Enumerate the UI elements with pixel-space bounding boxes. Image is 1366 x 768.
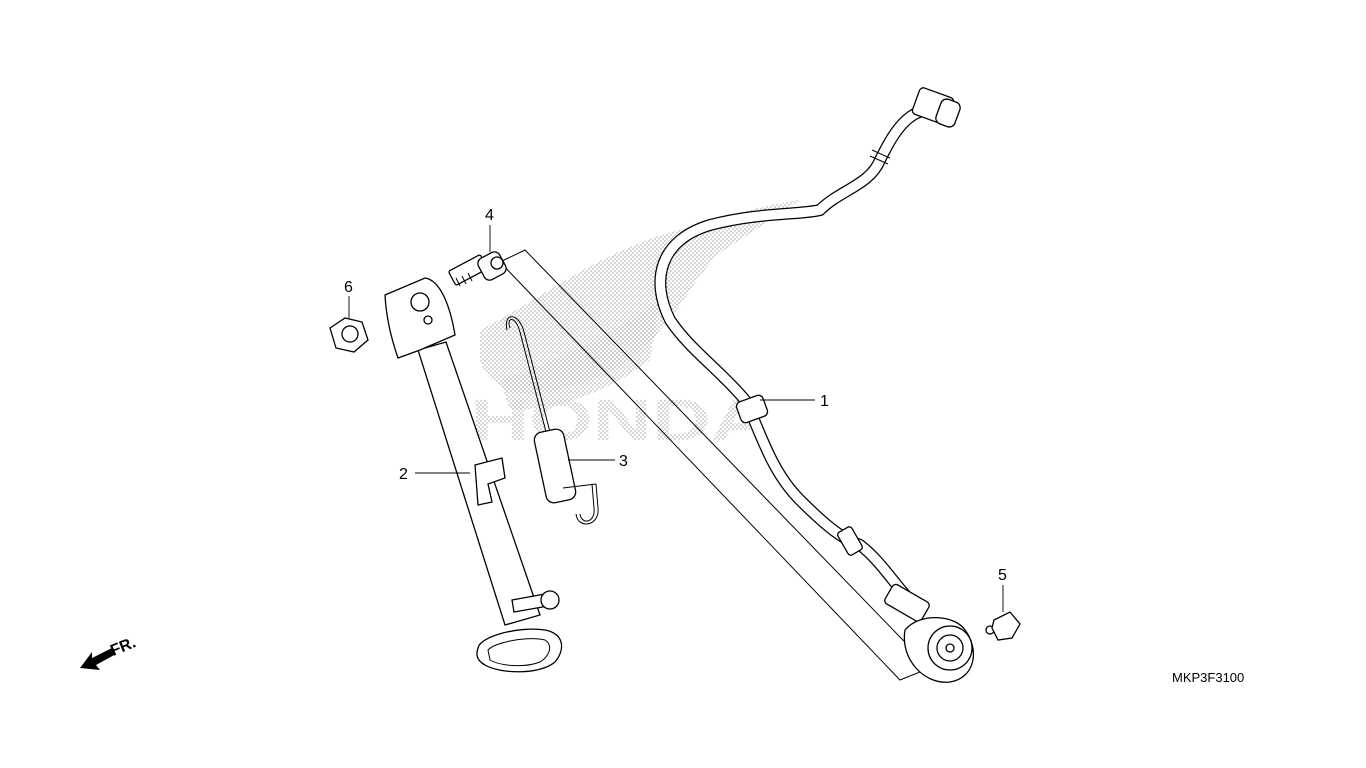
stand-spring — [505, 316, 599, 525]
side-stand — [384, 277, 563, 673]
watermark-text: HONDA — [470, 388, 770, 453]
leader-lines — [348, 225, 1004, 612]
brand-watermark: HONDA — [470, 200, 800, 453]
callout-1: 1 — [820, 393, 829, 410]
stand-bolt — [448, 251, 507, 287]
callout-2: 2 — [399, 466, 408, 483]
wire-harness — [654, 87, 974, 683]
callout-6: 6 — [344, 279, 353, 296]
diagram-code: MKP3F3100 — [1172, 670, 1244, 685]
wing-watermark-lower — [500, 300, 660, 410]
callout-5: 5 — [998, 567, 1007, 584]
stand-foot — [476, 628, 563, 673]
arrow-icon — [80, 648, 116, 670]
callout-4: 4 — [485, 207, 494, 224]
side-stand-switch — [884, 583, 974, 683]
front-label: FR. — [108, 634, 138, 659]
front-direction-indicator: FR. — [80, 634, 138, 670]
harness-clamp — [735, 394, 769, 424]
callout-3: 3 — [619, 453, 628, 470]
flange-nut — [985, 611, 1021, 641]
wing-watermark — [480, 200, 800, 394]
stand-nut — [329, 317, 369, 353]
